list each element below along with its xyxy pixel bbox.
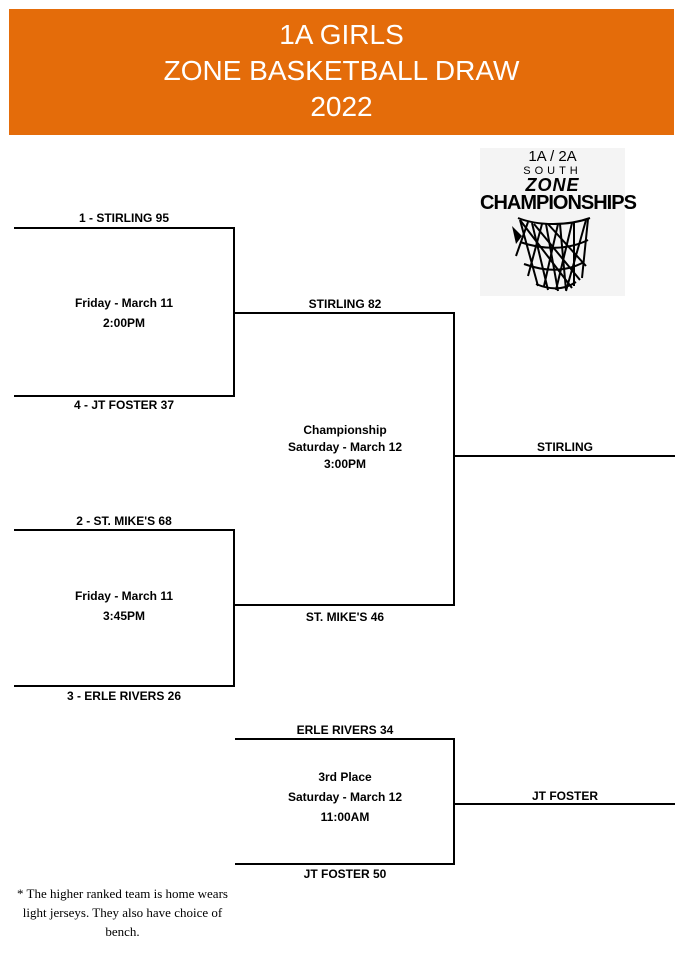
semifinal2-top-line <box>14 529 235 531</box>
semifinal2-bottom-line <box>14 685 235 687</box>
third-place-bottom-team: JT FOSTER 50 <box>303 867 387 881</box>
semifinal1-day: Friday - March 11 <box>74 296 174 310</box>
logo-south-text: SOUTH <box>523 165 582 177</box>
third-place-winner-line <box>455 803 675 805</box>
semifinal1-connector <box>233 227 235 397</box>
title-line-3: 2022 <box>310 91 373 122</box>
championship-top-team: STIRLING 82 <box>308 297 382 311</box>
basketball-net-icon <box>512 217 591 292</box>
championship-connector <box>453 312 455 606</box>
semifinal1-top-line <box>14 227 235 229</box>
semifinal2-bottom-team: 3 - ERLE RIVERS 26 <box>66 689 182 703</box>
championship-day: Saturday - March 12 <box>287 440 403 454</box>
championship-bottom-team: ST. MIKE'S 46 <box>305 610 385 624</box>
logo-championships-text: CHAMPIONSHIPS <box>480 192 637 214</box>
semifinal1-time: 2:00PM <box>102 316 146 330</box>
championship-bottom-line <box>235 604 455 606</box>
third-place-info: 3rd Place Saturday - March 12 11:00AM <box>235 767 455 827</box>
championship-info: Championship Saturday - March 12 3:00PM <box>235 422 455 473</box>
third-place-top-line <box>235 738 455 740</box>
logo-zone-text: ZONE <box>525 175 580 195</box>
semifinal2-time: 3:45PM <box>102 609 146 623</box>
semifinal1-bottom-team: 4 - JT FOSTER 37 <box>73 398 175 412</box>
championship-logo: 1A / 2A SOUTH ZONE CHAMPIONSHIPS <box>480 148 637 296</box>
third-place-winner: JT FOSTER <box>531 789 598 803</box>
title-banner: 1A GIRLS ZONE BASKETBALL DRAW 2022 <box>9 9 674 135</box>
third-place-top-team: ERLE RIVERS 34 <box>296 723 394 737</box>
title-line-2: ZONE BASKETBALL DRAW <box>163 55 520 86</box>
footnote: * The higher ranked team is home wears l… <box>17 886 228 939</box>
semifinal2-info: Friday - March 11 3:45PM <box>14 586 234 626</box>
semifinal2-day: Friday - March 11 <box>74 589 174 603</box>
championship-top-line <box>235 312 455 314</box>
third-place-time: 11:00AM <box>320 810 370 824</box>
championship-title: Championship <box>303 423 387 437</box>
semifinal1-top-team: 1 - STIRLING 95 <box>78 211 170 225</box>
title-line-1: 1A GIRLS <box>279 19 404 50</box>
championship-winner: STIRLING <box>537 440 593 454</box>
third-place-bottom-line <box>235 863 455 865</box>
championship-time: 3:00PM <box>323 457 367 471</box>
logo-division-text: 1A / 2A <box>528 148 577 165</box>
third-place-connector <box>453 738 455 865</box>
semifinal1-bottom-line <box>14 395 235 397</box>
semifinal2-top-team: 2 - ST. MIKE'S 68 <box>76 514 172 528</box>
championship-winner-line <box>455 455 675 457</box>
third-place-title: 3rd Place <box>318 770 372 784</box>
semifinal1-info: Friday - March 11 2:00PM <box>14 293 234 333</box>
semifinal2-connector <box>233 529 235 687</box>
third-place-day: Saturday - March 12 <box>287 790 403 804</box>
